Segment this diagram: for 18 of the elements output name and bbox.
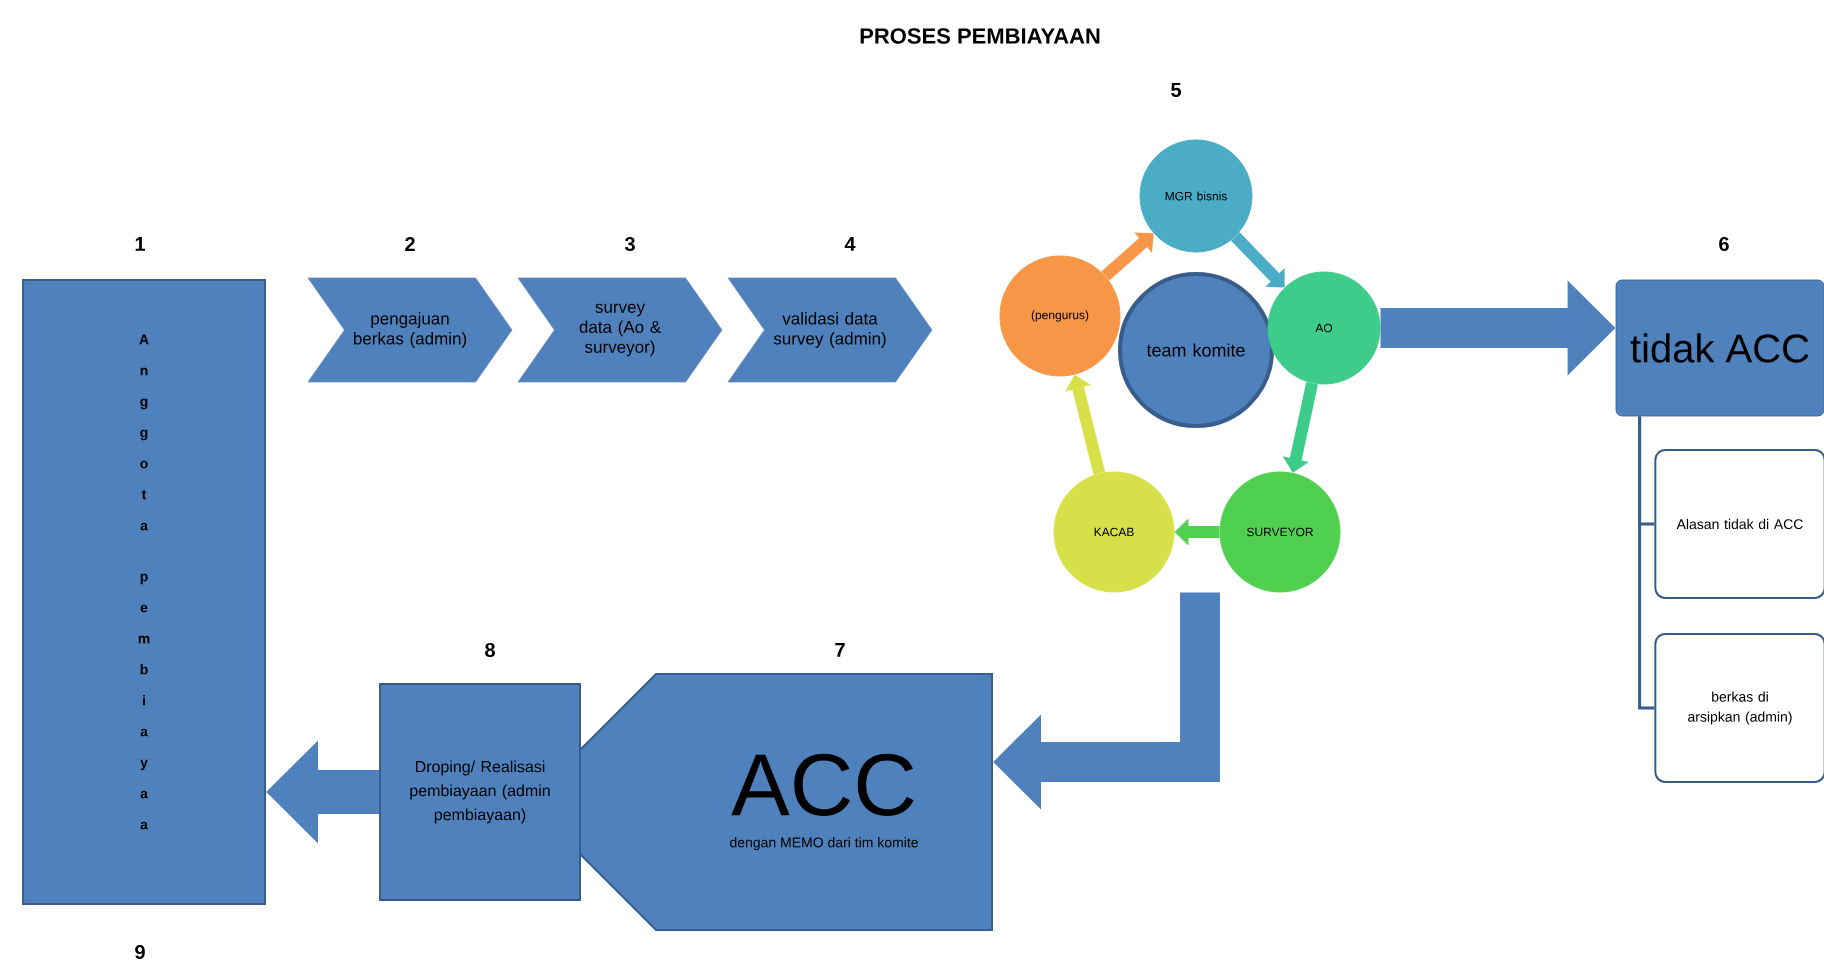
title: PROSES PEMBIAYAAN [860, 28, 1100, 44]
chevron-step: pengajuan berkas (admin) [307, 277, 513, 383]
step-number: 3 [624, 236, 635, 252]
process-box: Droping/ Realisasi pembiayaan (admin pembiayaan) [379, 683, 581, 901]
step-number: 8 [485, 642, 495, 658]
step-number: 9 [135, 944, 145, 960]
step-number: 2 [405, 237, 415, 251]
step-number: 6 [1719, 236, 1729, 252]
chevron-step: validasi data survey (admin) [727, 277, 933, 383]
block-arrow [1101, 232, 1154, 281]
block-arrow [1231, 232, 1285, 288]
step-number: 1 [135, 237, 146, 251]
connector-line [1638, 416, 1655, 710]
step-number: 7 [835, 643, 845, 657]
circle-node: team komite [1118, 272, 1274, 428]
step-number: 5 [1171, 83, 1181, 97]
chevron-step: survey data (Ao & surveyor) [517, 277, 723, 383]
step-number: 4 [844, 237, 856, 251]
